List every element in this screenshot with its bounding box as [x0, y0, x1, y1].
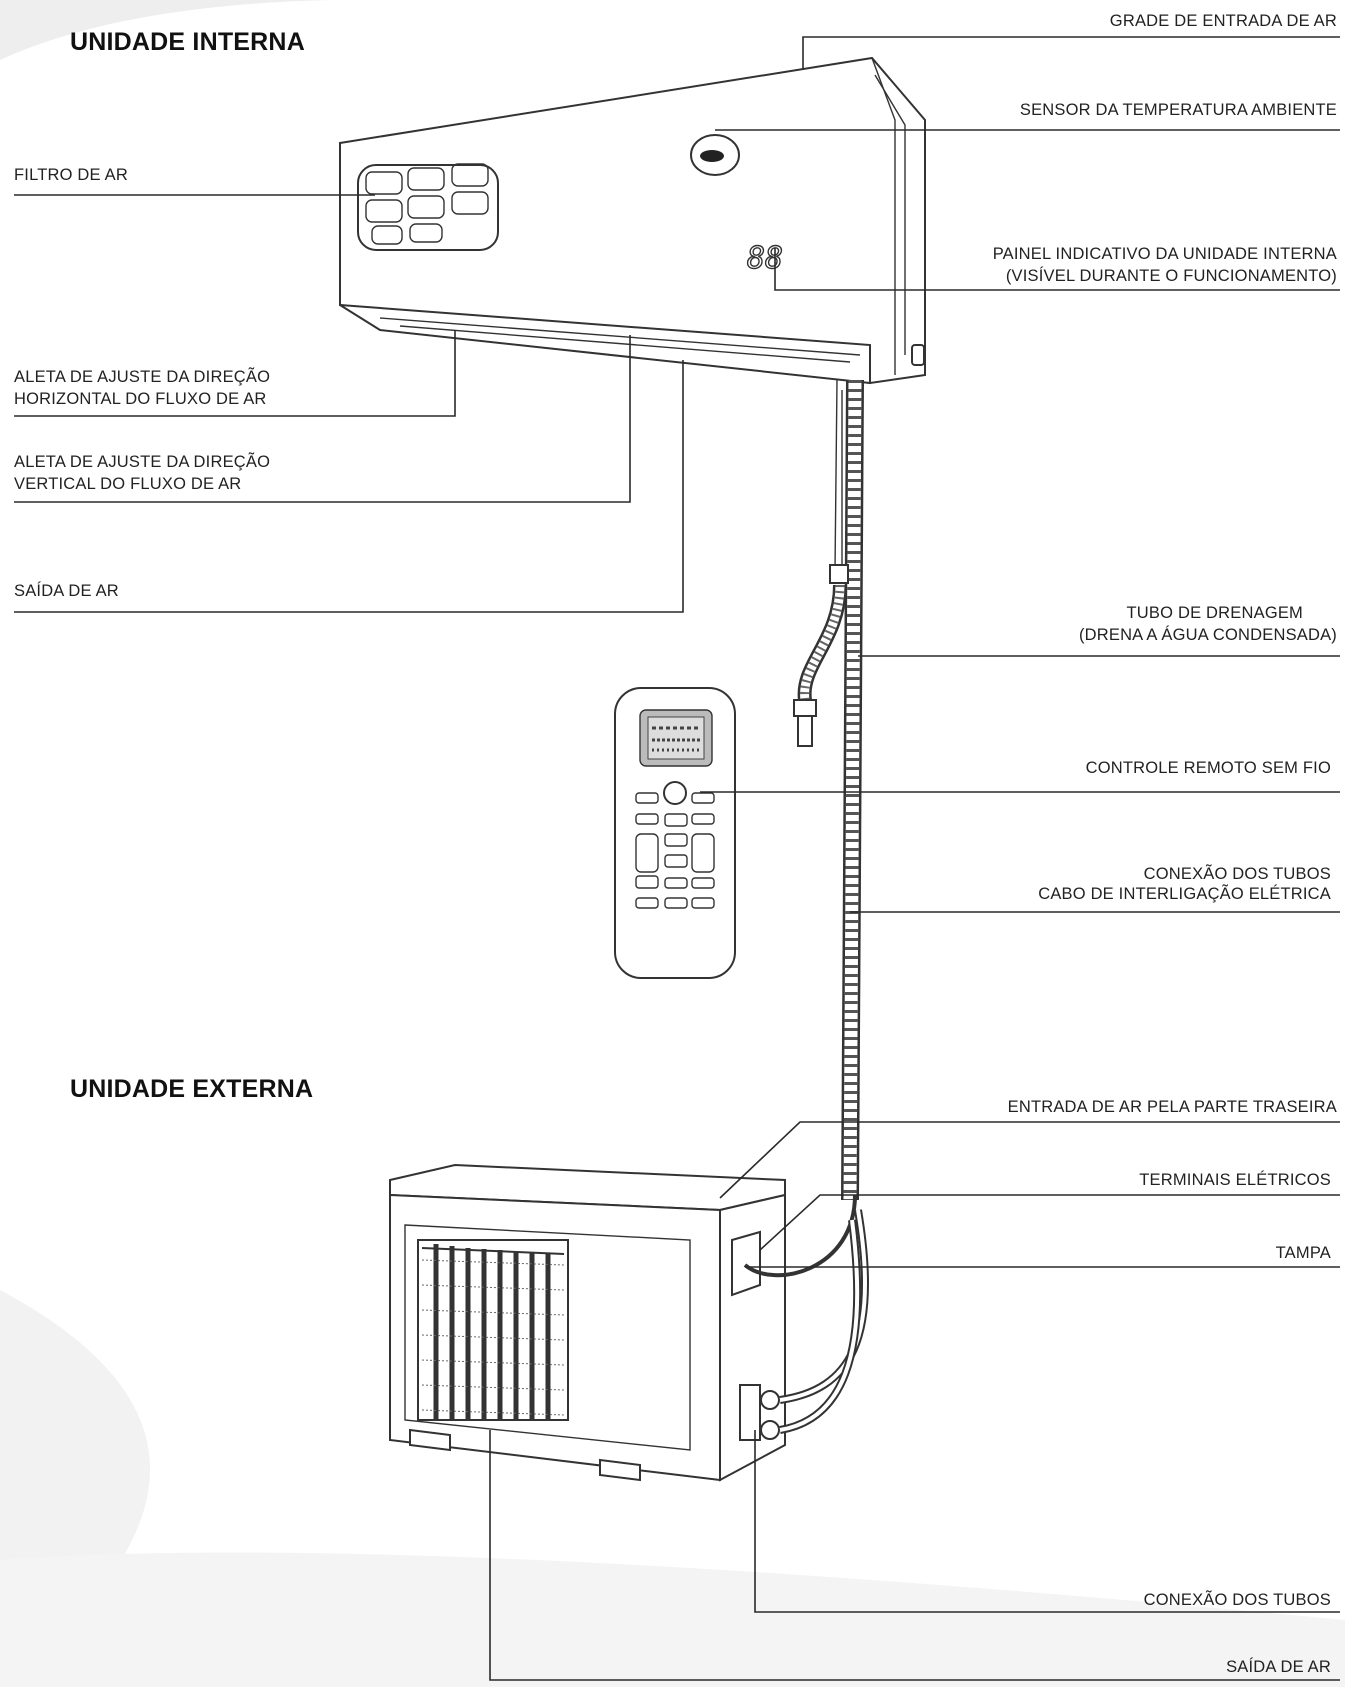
outdoor-unit	[389, 1163, 870, 1482]
indoor-unit-title: UNIDADE INTERNA	[70, 28, 305, 56]
label-vertical-louver-line2: VERTICAL DO FLUXO DE AR	[14, 475, 242, 493]
label-air-intake-grille: GRADE DE ENTRADA DE AR	[1109, 12, 1337, 30]
label-drain-pipe-line1: TUBO DE DRENAGEM	[1126, 604, 1303, 622]
remote-control	[614, 687, 736, 979]
label-pipe-connection: CONEXÃO DOS TUBOS	[1143, 1591, 1331, 1609]
label-drain-pipe-line2: (DRENA A ÁGUA CONDENSADA)	[1078, 626, 1337, 644]
label-pipe-connection-cable-line2: CABO DE INTERLIGAÇÃO ELÉTRICA	[1038, 885, 1331, 903]
outdoor-unit-title: UNIDADE EXTERNA	[70, 1075, 314, 1103]
pipe-bundle	[793, 379, 864, 1201]
label-room-temp-sensor: SENSOR DA TEMPERATURA AMBIENTE	[1019, 101, 1337, 119]
label-electrical-terminals: TERMINAIS ELÉTRICOS	[1139, 1171, 1331, 1189]
label-air-outlet: SAÍDA DE AR	[14, 582, 119, 600]
condenser-fan-grille	[421, 1244, 565, 1420]
leader-lines	[14, 36, 1340, 1681]
label-indicator-panel-line1: PAINEL INDICATIVO DA UNIDADE INTERNA	[992, 245, 1337, 263]
label-vertical-louver-line1: ALETA DE AJUSTE DA DIREÇÃO	[14, 453, 271, 471]
sensor-window	[690, 134, 740, 176]
label-horizontal-louver-line2: HORIZONTAL DO FLUXO DE AR	[14, 390, 267, 408]
label-horizontal-louver-line1: ALETA DE AJUSTE DA DIREÇÃO	[14, 368, 271, 386]
label-pipe-connection-cable-line1: CONEXÃO DOS TUBOS	[1143, 865, 1331, 883]
label-indicator-panel-line2: (VISÍVEL DURANTE O FUNCIONAMENTO)	[1005, 267, 1337, 285]
label-cover: TAMPA	[1275, 1244, 1331, 1262]
label-rear-air-intake: ENTRADA DE AR PELA PARTE TRASEIRA	[1007, 1098, 1337, 1116]
filter-grille	[357, 163, 499, 251]
label-outdoor-air-outlet: SAÍDA DE AR	[1226, 1658, 1331, 1676]
label-air-filter: FILTRO DE AR	[14, 166, 128, 184]
label-remote-control: CONTROLE REMOTO SEM FIO	[1085, 759, 1331, 777]
indoor-unit: 88	[339, 56, 926, 385]
display-digits: 88	[747, 241, 783, 276]
